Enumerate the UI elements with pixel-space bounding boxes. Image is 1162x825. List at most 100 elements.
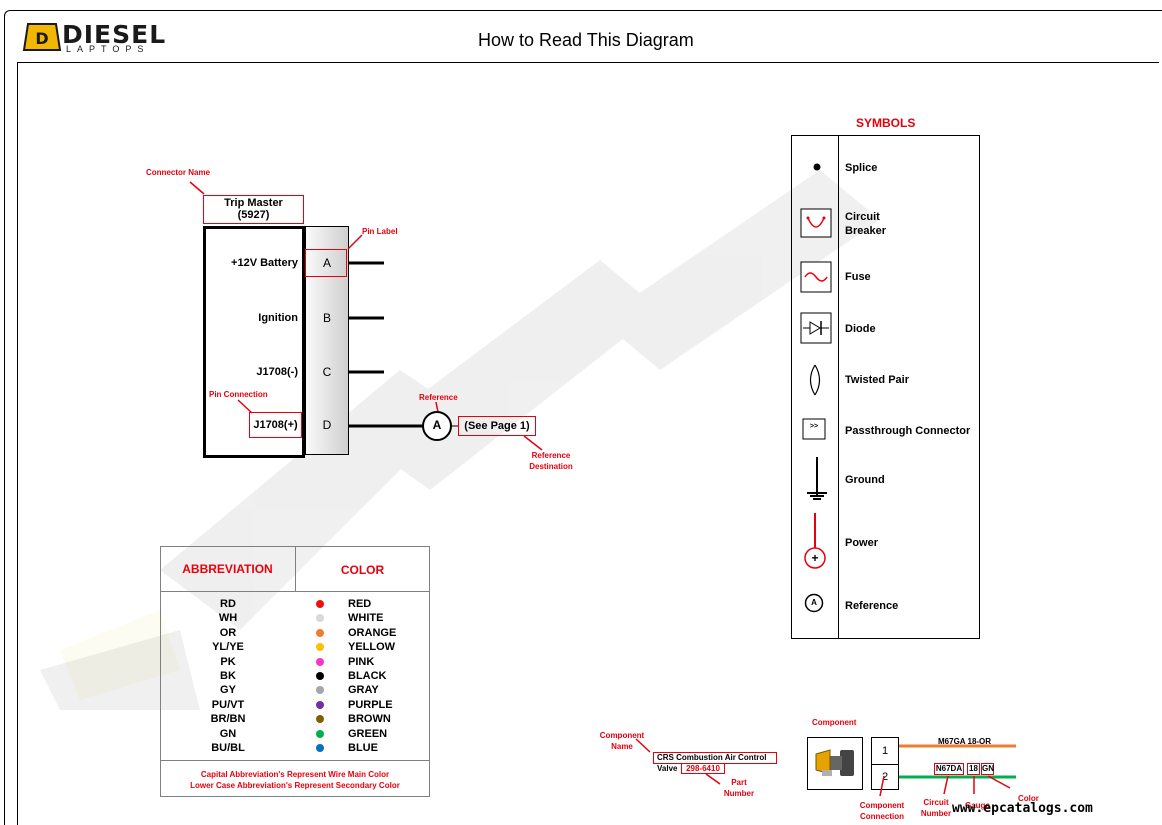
reference-icon — [804, 593, 824, 613]
reference-destination-box: (See Page 1) — [458, 416, 536, 436]
pin-letter-b: B — [322, 311, 331, 325]
pin-label-leader — [347, 234, 363, 250]
logo-subtitle: LAPTOPS — [66, 44, 150, 54]
component-wires — [899, 744, 1016, 779]
abbreviation-row: BK BLACK — [160, 670, 430, 684]
symbol-label-splice: Splice — [845, 162, 878, 174]
symbol-label-power: Power — [845, 537, 879, 549]
gauge-annotation: Gauge — [965, 801, 990, 810]
pin-name-d: J1708(+) — [253, 419, 298, 431]
component-name-line1: CRS Combustion Air Control — [657, 753, 767, 762]
abbreviation-code: BR/BN — [210, 713, 246, 726]
component-name-annotation: Component Name — [599, 731, 645, 751]
symbol-label-circuit-breaker: Circuit Breaker — [845, 211, 886, 237]
component-name-leader — [635, 738, 651, 753]
symbol-label-passthrough-connector: Passthrough Connector — [845, 425, 971, 437]
component-image-box — [807, 737, 863, 790]
page-title: How to Read This Diagram — [478, 30, 694, 50]
circuit-breaker-icon — [800, 208, 832, 238]
abbreviation-row: PK PINK — [160, 656, 430, 670]
color-name: BLACK — [348, 670, 387, 682]
abbreviation-code: PK — [220, 655, 236, 668]
component-annotation: Component — [812, 718, 857, 727]
reference-annotation: Reference — [419, 393, 458, 402]
abbreviation-row: BR/BN BROWN — [160, 713, 430, 727]
color-name: ORANGE — [348, 626, 397, 639]
reference-destination-annotation: Reference Destination — [529, 451, 573, 471]
abbreviation-header: ABBREVIATION — [182, 562, 273, 576]
symbol-label-diode: Diode — [845, 323, 876, 335]
reference-connector-line — [452, 425, 458, 427]
pin-letter-a: A — [322, 256, 331, 270]
abbreviation-code: GY — [220, 684, 236, 697]
logo-badge-icon: D — [22, 23, 62, 51]
pin-connection-box: J1708(+) — [249, 412, 302, 438]
abbreviation-table — [160, 546, 430, 797]
pin-connection-annotation: Pin Connection — [209, 390, 268, 399]
connector-name-box: Trip Master (5927) — [203, 195, 304, 224]
abbreviation-code: BU/BL — [211, 742, 245, 754]
symbols-icon-column — [800, 163, 832, 613]
abbreviation-note: Capital Abbreviation's Represent Wire Ma… — [190, 770, 400, 790]
component-pin-block: 1 2 — [871, 737, 899, 790]
component-pin-1: 1 — [881, 745, 889, 757]
abbreviation-code: YL/YE — [212, 641, 244, 654]
color-name: BROWN — [348, 713, 391, 726]
component-connection-annotation: Component Connection — [859, 801, 905, 821]
abbreviation-code: GN — [219, 727, 237, 740]
color-name: PINK — [348, 655, 375, 668]
pin-label-annotation: Pin Label — [362, 227, 398, 236]
pin-name-a: +12V Battery — [231, 257, 298, 269]
symbols-title: SYMBOLS — [856, 116, 916, 130]
abbreviation-code: PU/VT — [211, 698, 245, 711]
diagram-frame — [17, 62, 1159, 825]
color-swatch-icon — [316, 744, 324, 752]
color-name: GREEN — [348, 727, 388, 740]
connector-body — [203, 226, 305, 458]
reference-leader — [435, 401, 439, 413]
pin-letter-d: D — [322, 418, 332, 432]
reference-letter: A — [432, 418, 442, 432]
abbreviation-row: YL/YE YELLOW — [160, 641, 430, 655]
color-swatch-icon — [316, 672, 324, 680]
connector-pin-block — [305, 226, 349, 455]
color-swatch-icon — [316, 729, 324, 738]
valve-component-icon — [815, 749, 854, 776]
color-swatch-icon — [316, 628, 324, 637]
color-code-box: GN — [981, 763, 994, 775]
symbol-label-twisted-pair: Twisted Pair — [845, 374, 909, 386]
color-header: COLOR — [340, 563, 385, 577]
abbreviation-code: OR — [219, 626, 237, 639]
pin-letter-c: C — [322, 365, 332, 379]
connector-name-leader — [189, 181, 205, 195]
color-swatch-icon — [316, 643, 324, 652]
color-swatch-icon — [316, 600, 324, 608]
connector-wires — [348, 261, 424, 428]
part-number-leader — [705, 773, 721, 785]
abbreviation-code: BK — [220, 670, 236, 682]
symbols-table — [791, 135, 980, 639]
pin-label-box — [305, 249, 347, 277]
color-annotation: Color — [1018, 794, 1039, 803]
circuit-number-annotation: Circuit Number — [920, 798, 952, 818]
color-name: YELLOW — [348, 641, 396, 654]
page-frame — [4, 10, 1162, 825]
color-name: RED — [348, 598, 372, 610]
part-number-box: 298-6410 — [681, 763, 725, 774]
color-swatch-icon — [316, 715, 324, 724]
gauge-box: 18 — [967, 763, 980, 775]
part-number-annotation: Part Number — [723, 778, 755, 798]
connector-name-annotation: Connector Name — [146, 168, 211, 177]
color-swatch-icon — [316, 686, 324, 695]
pin-connection-leader — [237, 399, 253, 414]
abbreviation-code: WH — [218, 612, 238, 625]
color-name: BLUE — [348, 742, 378, 754]
passthrough-connector-icon — [802, 418, 826, 440]
symbol-label-fuse: Fuse — [845, 271, 871, 283]
reference-destination-leader — [523, 435, 543, 451]
abbreviation-row: BU/BL BLUE — [160, 742, 430, 756]
symbol-label-ground: Ground — [845, 474, 885, 486]
